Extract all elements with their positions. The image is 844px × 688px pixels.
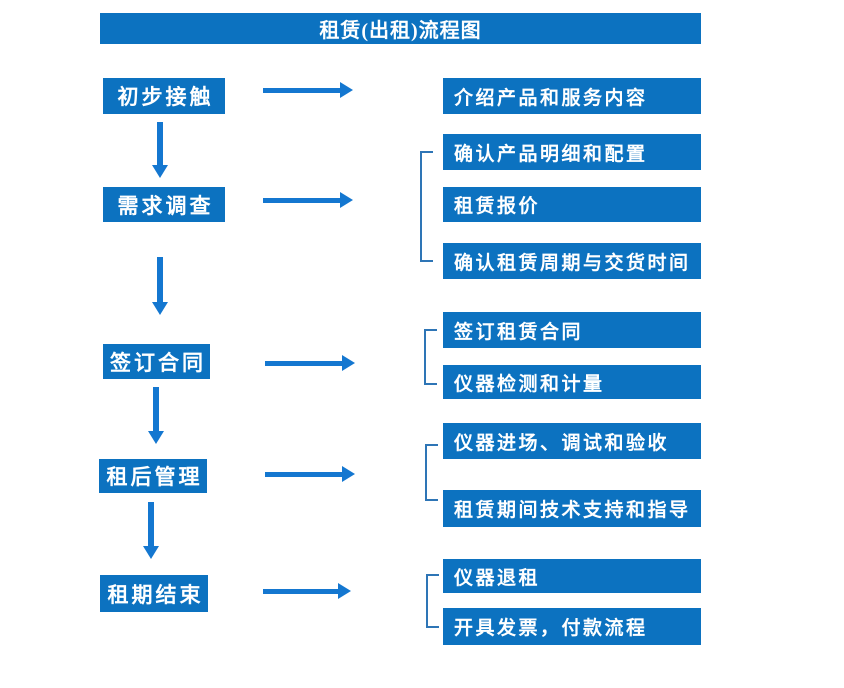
bracket-sign-contract-group: [424, 329, 437, 385]
bracket-demand-survey-group: [420, 151, 433, 262]
arrow-head-icon: [342, 466, 355, 482]
detail-box-technical-support: 租赁期间技术支持和指导: [443, 490, 701, 527]
detail-box-invoice-payment: 开具发票，付款流程: [443, 608, 701, 645]
flow-arrow-down-2: [152, 257, 168, 315]
arrow-head-icon: [152, 165, 168, 178]
bracket-post-rental-group: [425, 444, 438, 501]
flow-arrow-down-1: [152, 122, 168, 178]
detail-box-introduce-products: 介绍产品和服务内容: [443, 78, 701, 114]
detail-box-instrument-entry: 仪器进场、调试和验收: [443, 423, 701, 459]
arrow-head-icon: [342, 355, 355, 371]
detail-box-rental-quote: 租赁报价: [443, 187, 701, 222]
arrow-head-icon: [340, 192, 353, 208]
detail-box-sign-rental-contract: 签订租赁合同: [443, 312, 701, 348]
arrow-shaft: [263, 197, 340, 203]
arrow-head-icon: [143, 546, 159, 559]
arrow-shaft: [153, 387, 159, 431]
arrow-head-icon: [152, 302, 168, 315]
step-box-sign-contract: 签订合同: [103, 344, 210, 379]
arrow-shaft: [157, 257, 163, 302]
step-box-post-rental-management: 租后管理: [99, 459, 207, 493]
arrow-head-icon: [340, 82, 353, 98]
flow-arrow-right-initial-contact: [263, 82, 353, 98]
detail-box-confirm-product-details: 确认产品明细和配置: [443, 134, 701, 170]
flow-arrow-right-rental-period-end: [263, 583, 351, 599]
detail-box-confirm-rental-period: 确认租赁周期与交货时间: [443, 243, 701, 279]
diagram-title: 租赁(出租)流程图: [100, 13, 701, 44]
flow-arrow-right-demand-survey: [263, 192, 353, 208]
arrow-shaft: [265, 471, 342, 477]
detail-box-instrument-testing: 仪器检测和计量: [443, 365, 701, 399]
flow-arrow-right-sign-contract: [265, 355, 355, 371]
flow-arrow-down-4: [143, 502, 159, 559]
arrow-shaft: [263, 588, 338, 594]
flow-arrow-down-3: [148, 387, 164, 444]
arrow-shaft: [263, 87, 340, 93]
arrow-head-icon: [148, 431, 164, 444]
arrow-shaft: [148, 502, 154, 546]
arrow-shaft: [157, 122, 163, 165]
step-box-initial-contact: 初步接触: [103, 78, 225, 114]
bracket-rental-end-group: [426, 574, 439, 628]
step-box-demand-survey: 需求调查: [103, 187, 225, 222]
arrow-head-icon: [338, 583, 351, 599]
detail-box-instrument-return: 仪器退租: [443, 559, 701, 593]
flow-arrow-right-post-rental-management: [265, 466, 355, 482]
arrow-shaft: [265, 360, 342, 366]
step-box-rental-period-end: 租期结束: [100, 575, 208, 612]
